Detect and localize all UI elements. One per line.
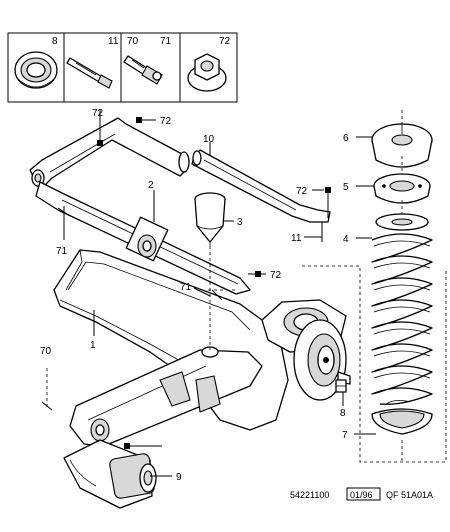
callout-72-upper: 72: [92, 108, 104, 119]
bush-ring-icon: [14, 51, 58, 89]
upper-link-arm: [29, 117, 190, 191]
callout-4: 4: [343, 234, 349, 245]
part-8-number: 8: [52, 36, 58, 47]
bolt-nut-icon: [123, 55, 163, 85]
callout-10: 10: [203, 134, 215, 145]
part-72-number: 72: [219, 36, 231, 47]
part-11-number: 11: [108, 36, 119, 47]
part-70-number: 70: [127, 36, 139, 47]
front-bush-9: [63, 439, 157, 509]
callout-70: 70: [40, 346, 52, 357]
callout-72-arm: 72: [160, 116, 172, 127]
callout-1: 1: [90, 340, 96, 351]
torsion-bar-2: [35, 181, 251, 295]
parts-box: [7, 32, 238, 103]
spring-insulator: [375, 213, 429, 231]
part-71-number: 71: [160, 36, 172, 47]
callout-3: 3: [237, 217, 243, 228]
coil-spring-4: [371, 233, 433, 405]
spring-stack-bracket: [302, 110, 447, 463]
rear-cross-member: [69, 346, 263, 447]
leader-lines: [41, 110, 376, 477]
link-rod-10: [191, 149, 331, 223]
callout-8: 8: [340, 408, 346, 419]
callout-72-right: 72: [296, 186, 308, 197]
bump-stop-3: [194, 192, 226, 246]
footer: 54221100 01/96 QF 51A01A: [290, 487, 433, 501]
callout-9: 9: [176, 472, 182, 483]
callout-72-mid: 72: [270, 270, 282, 281]
callout-11: 11: [291, 233, 302, 244]
footer-code: 54221100: [290, 490, 329, 500]
callout-5: 5: [343, 182, 349, 193]
hub-nut-8: [335, 379, 347, 393]
callout-71-upper: 71: [56, 246, 68, 257]
footer-date: 01/96: [350, 490, 373, 500]
callout-2: 2: [148, 180, 154, 191]
callout-6: 6: [343, 133, 349, 144]
callout-71-mid: 71: [180, 282, 192, 293]
footer-ref: QF 51A01A: [386, 490, 433, 500]
lower-insulator-7: [371, 400, 433, 435]
spring-seat-6: [371, 123, 433, 168]
long-bolt-icon: [66, 57, 113, 89]
wheel-hub: [261, 299, 351, 401]
callout-7: 7: [342, 430, 348, 441]
spring-pad-5: [373, 173, 431, 204]
flanged-nut-icon: [187, 53, 227, 92]
